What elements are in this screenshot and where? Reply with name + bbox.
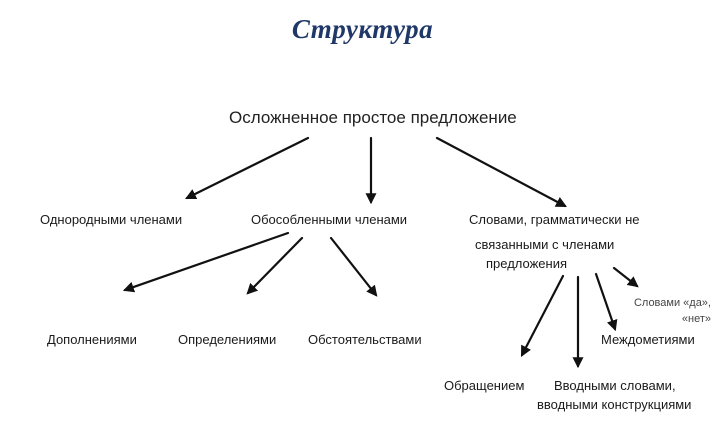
node-homogeneous: Однородными членами [40, 212, 183, 227]
node-address: Обращением [444, 378, 525, 393]
node-complements: Дополнениями [47, 332, 137, 347]
diagram-title: Структура [291, 14, 434, 44]
arrow-isolated-to-complements [122, 231, 290, 293]
node-unrelated-line3: предложения [486, 256, 568, 271]
arrow-isolated-to-circumstances [329, 236, 378, 297]
node-isolated: Обособленными членами [251, 212, 408, 227]
node-introductory-line1: Вводными словами, [554, 378, 676, 393]
node-yes-no-line2: «нет» [681, 313, 711, 325]
arrow-isolated-to-definitions [246, 236, 304, 295]
node-unrelated-line1: Словами, грамматически не [469, 212, 640, 227]
arrow-unrelated-to-yes-no [612, 266, 639, 288]
node-unrelated-line2: связанными с членами [475, 237, 615, 252]
node-yes-no-line1: Словами «да», [633, 297, 711, 309]
node-circumstances: Обстоятельствами [308, 332, 422, 347]
node-definitions: Определениями [178, 332, 277, 347]
arrow-root-to-unrelated [435, 136, 567, 208]
arrow-unrelated-to-interjections [594, 272, 618, 332]
root-node: Осложненное простое предложение [229, 108, 517, 127]
arrow-root-to-homogeneous [185, 136, 310, 200]
node-interjections: Междометиями [601, 332, 695, 347]
arrow-unrelated-to-address [520, 274, 565, 357]
node-introductory-line2: вводными конструкциями [537, 397, 692, 412]
